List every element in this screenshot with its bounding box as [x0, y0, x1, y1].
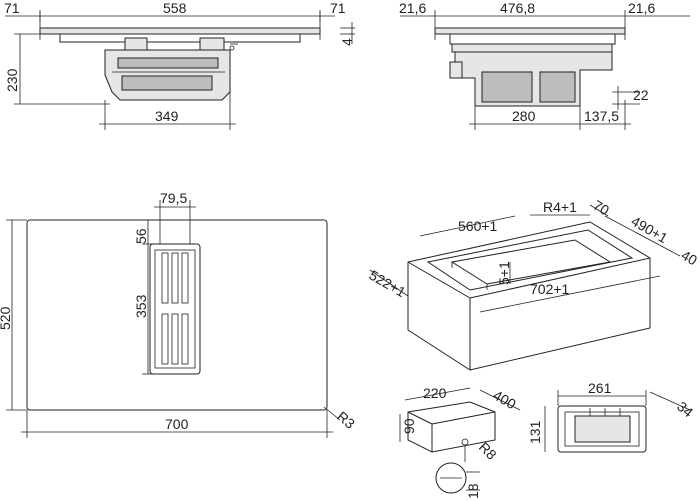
dim-corner-radius: R3: [334, 408, 358, 432]
top-view: 79,5 56 353 520 700 R3: [0, 190, 358, 438]
dim-height: 230: [4, 68, 20, 92]
duct-box: [407, 401, 496, 453]
dim-outer-width: 702+1: [530, 281, 570, 297]
dim-height: 131: [527, 420, 543, 444]
dim-bottom-offset: 22: [633, 87, 649, 103]
dim-frame-depth: 40: [679, 247, 700, 269]
dim-unit-depth: 280: [512, 108, 536, 124]
side-view: 21,6 476,8 21,6 22 280 137,5: [399, 0, 690, 130]
dim-grille-top-offset: 56: [133, 228, 149, 244]
extraction-unit: [454, 51, 613, 107]
dim-inner-depth: 490+1: [629, 213, 671, 247]
dim-thickness: 18: [465, 483, 481, 499]
dim-corner-radius: R4+1: [543, 199, 577, 215]
dim-thickness: 4: [339, 38, 355, 46]
hob-top: [26, 219, 328, 411]
dim-unit-width: 349: [155, 108, 179, 124]
dim-inner-width: 560+1: [458, 218, 498, 234]
dim-width: 261: [588, 380, 612, 396]
dim-border: 70: [591, 197, 613, 219]
outlet-frame: [557, 405, 647, 453]
dim-width: 220: [423, 385, 447, 401]
dim-depth: 34: [674, 398, 696, 420]
hob-glass: [39, 27, 321, 35]
dim-left-offset: 21,6: [399, 0, 426, 16]
dim-right-offset: 71: [330, 0, 346, 16]
dim-outer-depth: 522+1: [367, 267, 409, 301]
dim-depth: 400: [491, 387, 519, 413]
cutout-hole: [450, 239, 612, 285]
dim-grille-length: 353: [133, 294, 149, 318]
cutout-view: 560+1 R4+1 70 490+1 40 522+1 5+1 702+1: [367, 197, 700, 371]
worktop-block: [407, 221, 651, 371]
duct-view: 220 400 90 R8 18: [399, 385, 521, 499]
dim-left-offset: 71: [4, 0, 20, 16]
dim-grille-width: 79,5: [160, 190, 187, 206]
dim-right-offset: 21,6: [628, 0, 655, 16]
extraction-grille: [149, 243, 201, 375]
dim-height: 520: [0, 306, 13, 330]
dim-ledge: 5+1: [496, 261, 512, 285]
dim-rear-offset: 137,5: [584, 108, 619, 124]
detail-circle: [435, 462, 467, 494]
dim-width: 700: [165, 416, 189, 432]
dim-height: 90: [401, 418, 417, 434]
front-view: 71 558 71 230 4 349: [4, 0, 355, 130]
dim-width: 476,8: [500, 0, 535, 16]
dim-width: 558: [163, 0, 187, 16]
dim-radius: R8: [476, 439, 500, 463]
outlet-view: 261 34 131: [527, 380, 696, 453]
hob-glass: [434, 27, 626, 35]
